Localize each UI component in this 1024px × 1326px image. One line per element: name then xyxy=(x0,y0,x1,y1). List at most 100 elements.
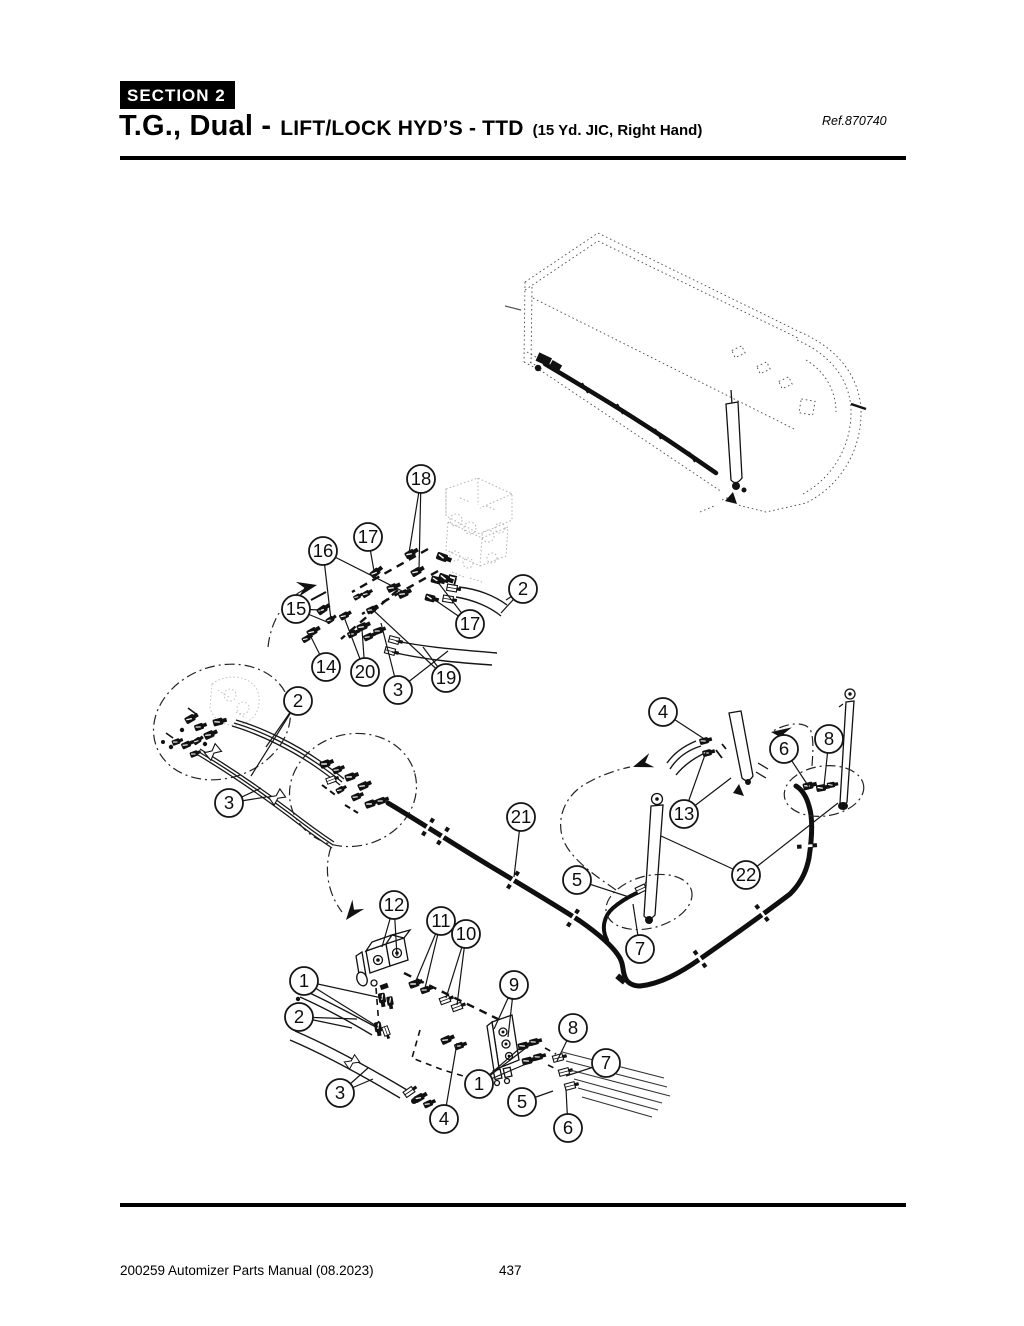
svg-text:12: 12 xyxy=(384,894,405,915)
callout-10: 10 xyxy=(451,919,481,949)
swing-arrow-left xyxy=(630,753,655,775)
svg-text:5: 5 xyxy=(517,1091,527,1112)
flow-arrow-top xyxy=(295,577,319,597)
reference-number: Ref.870740 xyxy=(822,114,887,128)
callout-15: 15 xyxy=(281,594,311,624)
svg-text:3: 3 xyxy=(335,1082,345,1103)
callout-12: 12 xyxy=(379,890,409,920)
svg-text:3: 3 xyxy=(224,792,234,813)
lift-cylinder-right xyxy=(838,688,856,810)
title-sub: LIFT/LOCK HYD’S - TTD xyxy=(280,117,524,140)
callout-1: 1 xyxy=(289,966,319,996)
left-manifold-cluster xyxy=(152,663,345,849)
svg-text:17: 17 xyxy=(358,526,379,547)
callout-22: 22 xyxy=(731,860,761,890)
callout-13: 13 xyxy=(669,799,699,829)
callout-14: 14 xyxy=(311,652,341,682)
callout-2: 2 xyxy=(508,574,538,604)
leader-line-16 xyxy=(322,550,407,594)
svg-text:21: 21 xyxy=(511,806,532,827)
svg-text:11: 11 xyxy=(431,910,450,931)
callout-19: 19 xyxy=(431,663,461,693)
callout-6: 6 xyxy=(553,1113,583,1143)
callout-8: 8 xyxy=(814,724,844,754)
svg-text:16: 16 xyxy=(313,540,334,561)
svg-text:7: 7 xyxy=(601,1052,611,1073)
callout-3: 3 xyxy=(383,675,413,705)
svg-text:8: 8 xyxy=(568,1017,578,1038)
svg-text:2: 2 xyxy=(293,690,303,711)
callout-18: 18 xyxy=(406,464,436,494)
callout-5: 5 xyxy=(507,1087,537,1117)
callout-2: 2 xyxy=(284,1002,314,1032)
svg-text:20: 20 xyxy=(355,661,376,682)
header-rule xyxy=(120,156,906,160)
leader-line-22 xyxy=(745,802,839,876)
lock-cylinder-tube xyxy=(728,710,769,796)
footer-manual-label: 200259 Automizer Parts Manual (08.2023) xyxy=(120,1263,374,1278)
callout-16: 16 xyxy=(308,536,338,566)
callout-4: 4 xyxy=(429,1104,459,1134)
callout-8: 8 xyxy=(558,1013,588,1043)
callout-4: 4 xyxy=(648,697,678,727)
svg-text:14: 14 xyxy=(316,656,337,677)
leader-line-22 xyxy=(660,835,747,876)
section-badge: SECTION 2 xyxy=(120,81,235,109)
svg-text:1: 1 xyxy=(299,970,309,991)
svg-text:2: 2 xyxy=(518,578,528,599)
svg-text:4: 4 xyxy=(658,701,668,722)
svg-text:10: 10 xyxy=(456,923,477,944)
callout-11: 11 xyxy=(426,906,456,936)
lift-cylinder-left xyxy=(643,792,664,924)
footer-rule xyxy=(120,1203,906,1207)
svg-text:5: 5 xyxy=(572,869,582,890)
callout-2: 2 xyxy=(283,686,313,716)
callout-20: 20 xyxy=(350,657,380,687)
leader-line-18 xyxy=(418,478,422,571)
callout-5: 5 xyxy=(562,865,592,895)
ghost-valve-bank xyxy=(445,477,513,583)
page-title: T.G., Dual - LIFT/LOCK HYD’S - TTD (15 Y… xyxy=(119,110,702,143)
svg-text:1: 1 xyxy=(474,1073,484,1094)
callout-3: 3 xyxy=(214,788,244,818)
callout-17: 17 xyxy=(455,609,485,639)
title-main: T.G., Dual - xyxy=(119,110,272,142)
leader-line-19 xyxy=(371,608,447,679)
ghost-manifold xyxy=(209,676,260,726)
truck-body-illustration xyxy=(504,232,867,513)
callout-9: 9 xyxy=(499,970,529,1000)
svg-text:9: 9 xyxy=(509,974,519,995)
svg-text:17: 17 xyxy=(460,613,481,634)
flow-arrow-mid xyxy=(340,899,365,925)
svg-text:4: 4 xyxy=(439,1108,449,1129)
callout-6: 6 xyxy=(769,734,799,764)
solenoid-valve xyxy=(355,928,412,991)
svg-text:7: 7 xyxy=(635,938,645,959)
callout-7: 7 xyxy=(625,934,655,964)
svg-text:6: 6 xyxy=(779,738,789,759)
callout-17: 17 xyxy=(353,522,383,552)
upper-fitting-cluster xyxy=(267,477,513,666)
junction-manifold xyxy=(486,1014,520,1087)
main-hose-run xyxy=(385,783,819,989)
svg-text:6: 6 xyxy=(563,1117,573,1138)
right-cylinder-cluster xyxy=(560,688,865,931)
svg-text:3: 3 xyxy=(393,679,403,700)
tailgate-cylinder xyxy=(725,389,747,504)
title-paren: (15 Yd. JIC, Right Hand) xyxy=(532,122,703,139)
svg-text:2: 2 xyxy=(294,1006,304,1027)
svg-text:22: 22 xyxy=(736,864,757,885)
footer-page-number: 437 xyxy=(499,1263,522,1278)
svg-text:8: 8 xyxy=(824,728,834,749)
svg-text:19: 19 xyxy=(436,667,457,688)
svg-text:13: 13 xyxy=(674,803,695,824)
callout-3: 3 xyxy=(325,1078,355,1108)
svg-text:15: 15 xyxy=(286,598,307,619)
mid-fitting-cluster xyxy=(288,732,418,925)
callout-21: 21 xyxy=(506,802,536,832)
callout-7: 7 xyxy=(591,1048,621,1078)
callout-1: 1 xyxy=(464,1069,494,1099)
